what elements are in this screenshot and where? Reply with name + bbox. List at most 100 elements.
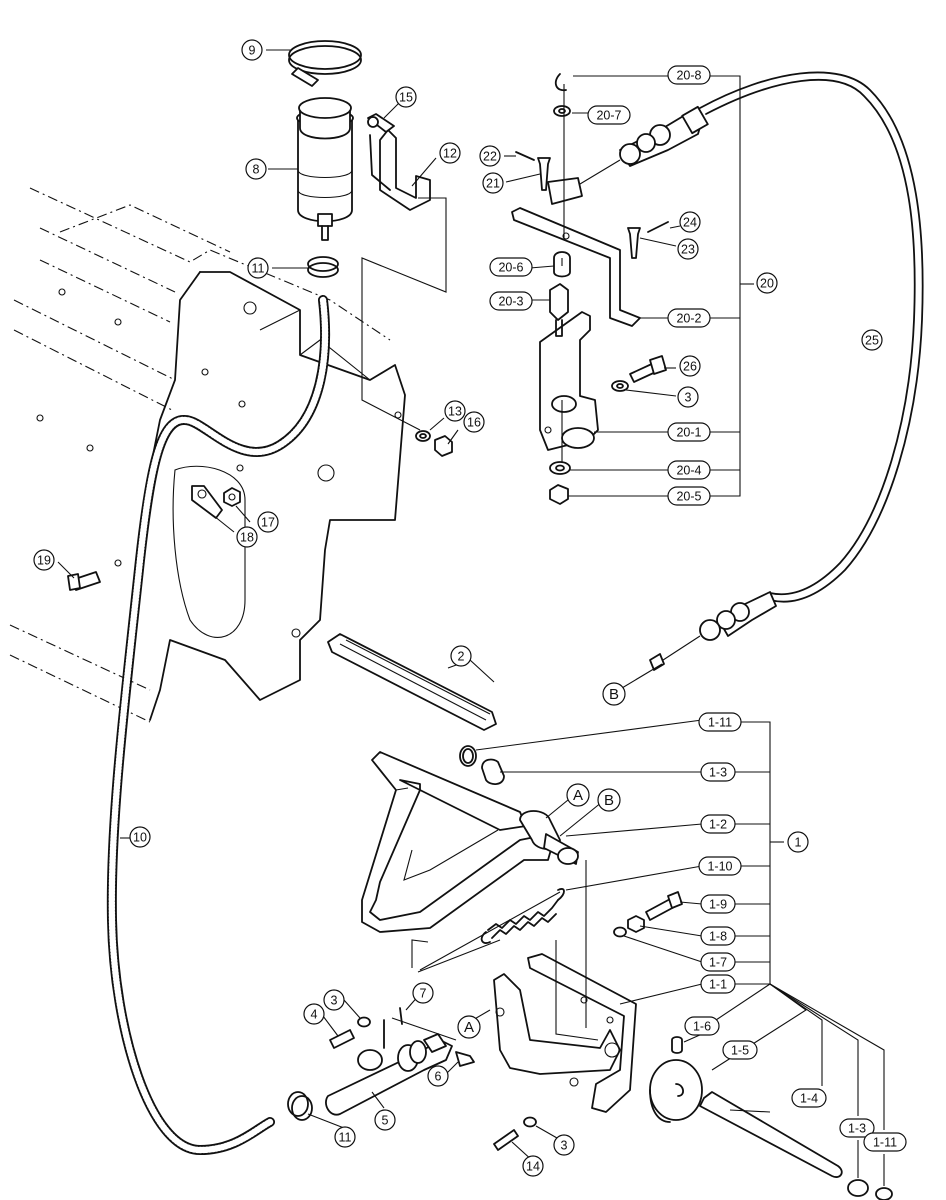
callout-c21: 21 [486,177,500,191]
bracket-12 [369,129,431,211]
callout-c20-3-shape [489,291,533,311]
callout-layer: 11-11-21-31-31-41-51-61-71-81-91-101-111… [33,39,907,1177]
callout-c1-10-shape [698,856,742,876]
callout-c15: 15 [399,91,413,105]
callout-c23: 23 [681,243,695,257]
callout-c20-shape [756,272,778,294]
callout-c20-5-shape [667,486,711,506]
callout-c10-shape [129,826,151,848]
pin-21 [537,157,551,191]
clip-18 [191,485,223,519]
callout-c20-7: 20-7 [596,109,621,123]
callout-c15-shape [395,86,417,108]
callout-c3b-shape [323,989,345,1011]
callout-c21-shape [482,172,504,194]
callout-c1-4: 1-4 [800,1092,818,1106]
nut-16 [434,435,453,457]
washer-3-left [357,1016,371,1028]
callout-c3b: 3 [331,994,338,1008]
foot-pad-2 [327,633,497,731]
ring-1-11-bottom [875,1187,893,1200]
callout-c1-9-shape [700,894,736,914]
callout-c20: 20 [760,277,774,291]
callout-c20-4-shape [667,460,711,480]
callout-c11a: 11 [252,262,265,276]
callout-c20-1: 20-1 [676,426,701,440]
callout-c9-shape [241,39,263,61]
callout-c5-shape [374,1109,396,1131]
bolt-15 [367,113,395,133]
washer-3-top [611,380,629,392]
marker-mB1: B [604,792,614,809]
bushing-1-3-bottom [847,1179,869,1197]
marker-mB2-shape [602,682,626,706]
callout-c1-3a: 1-3 [709,766,727,780]
callout-c20-8: 20-8 [676,69,701,83]
bolt-1-9 [645,891,683,921]
nut-17 [223,487,241,507]
marker-mA1: A [573,787,583,804]
callout-c3a: 3 [685,391,692,405]
bracket-assembly-20 [511,73,641,505]
callout-c20-7-shape [587,105,631,125]
bolt-6 [455,1051,475,1067]
callout-c3a-shape [677,386,699,408]
rubber-stop-1-6 [671,1036,683,1054]
callout-c20-4: 20-4 [676,464,701,478]
marker-mA2: A [464,1019,474,1036]
clamp-11-top [307,256,339,278]
callout-c1-9: 1-9 [709,898,727,912]
callout-c6-shape [427,1065,449,1087]
callout-c2-shape [450,645,472,667]
leader-lines [57,49,885,1186]
callout-c25: 25 [865,334,879,348]
callout-c1-8-shape [700,926,736,946]
callout-c6: 6 [435,1070,442,1084]
bolt-19 [67,571,101,591]
clamp-11-bottom [287,1091,313,1121]
callout-c3c-shape [553,1134,575,1156]
callout-c8: 8 [253,163,260,177]
callout-c18-shape [236,526,258,548]
callout-c23-shape [677,238,699,260]
callout-c16: 16 [467,416,481,430]
callout-c4-shape [303,1003,325,1025]
callout-c1-3b: 1-3 [848,1122,866,1136]
callout-c1-7-shape [700,952,736,972]
washer-3-bottom [523,1116,537,1128]
callout-c17-shape [257,511,279,533]
bushing-1-3-top [481,758,505,785]
callout-c20-6-shape [489,257,533,277]
split-pin-24 [647,221,669,233]
callout-c1-10: 1-10 [707,860,732,874]
callout-c20-6: 20-6 [498,261,523,275]
callout-c22: 22 [483,150,497,164]
ring-1-11-top [459,745,477,767]
callout-c1-5: 1-5 [731,1044,749,1058]
callout-c18: 18 [240,531,254,545]
hose-10 [106,295,330,1156]
callout-c14: 14 [526,1160,540,1174]
marker-mA2-shape [457,1015,481,1039]
callout-c20-5: 20-5 [676,490,701,504]
callout-c10: 10 [133,831,147,845]
callout-c20-2: 20-2 [676,312,701,326]
shaft-1-4 [699,1091,843,1178]
callout-c26: 26 [683,360,697,374]
split-pin-22 [515,151,535,161]
callout-c25-shape [861,329,883,351]
callout-c1-2: 1-2 [709,818,727,832]
callout-c1: 1 [795,836,802,850]
callout-c19-shape [33,549,55,571]
callout-c16-shape [463,411,485,433]
callout-c19: 19 [37,554,51,568]
callout-c20-3: 20-3 [498,295,523,309]
callout-c1-2-shape [700,814,736,834]
callout-c12: 12 [443,147,457,161]
callout-c11a-shape [247,257,269,279]
callout-c1-1: 1-1 [709,978,727,992]
callout-c1-8: 1-8 [709,930,727,944]
pedal-arm-1 [361,751,579,933]
callout-c22-shape [479,145,501,167]
callout-c24-shape [679,211,701,233]
